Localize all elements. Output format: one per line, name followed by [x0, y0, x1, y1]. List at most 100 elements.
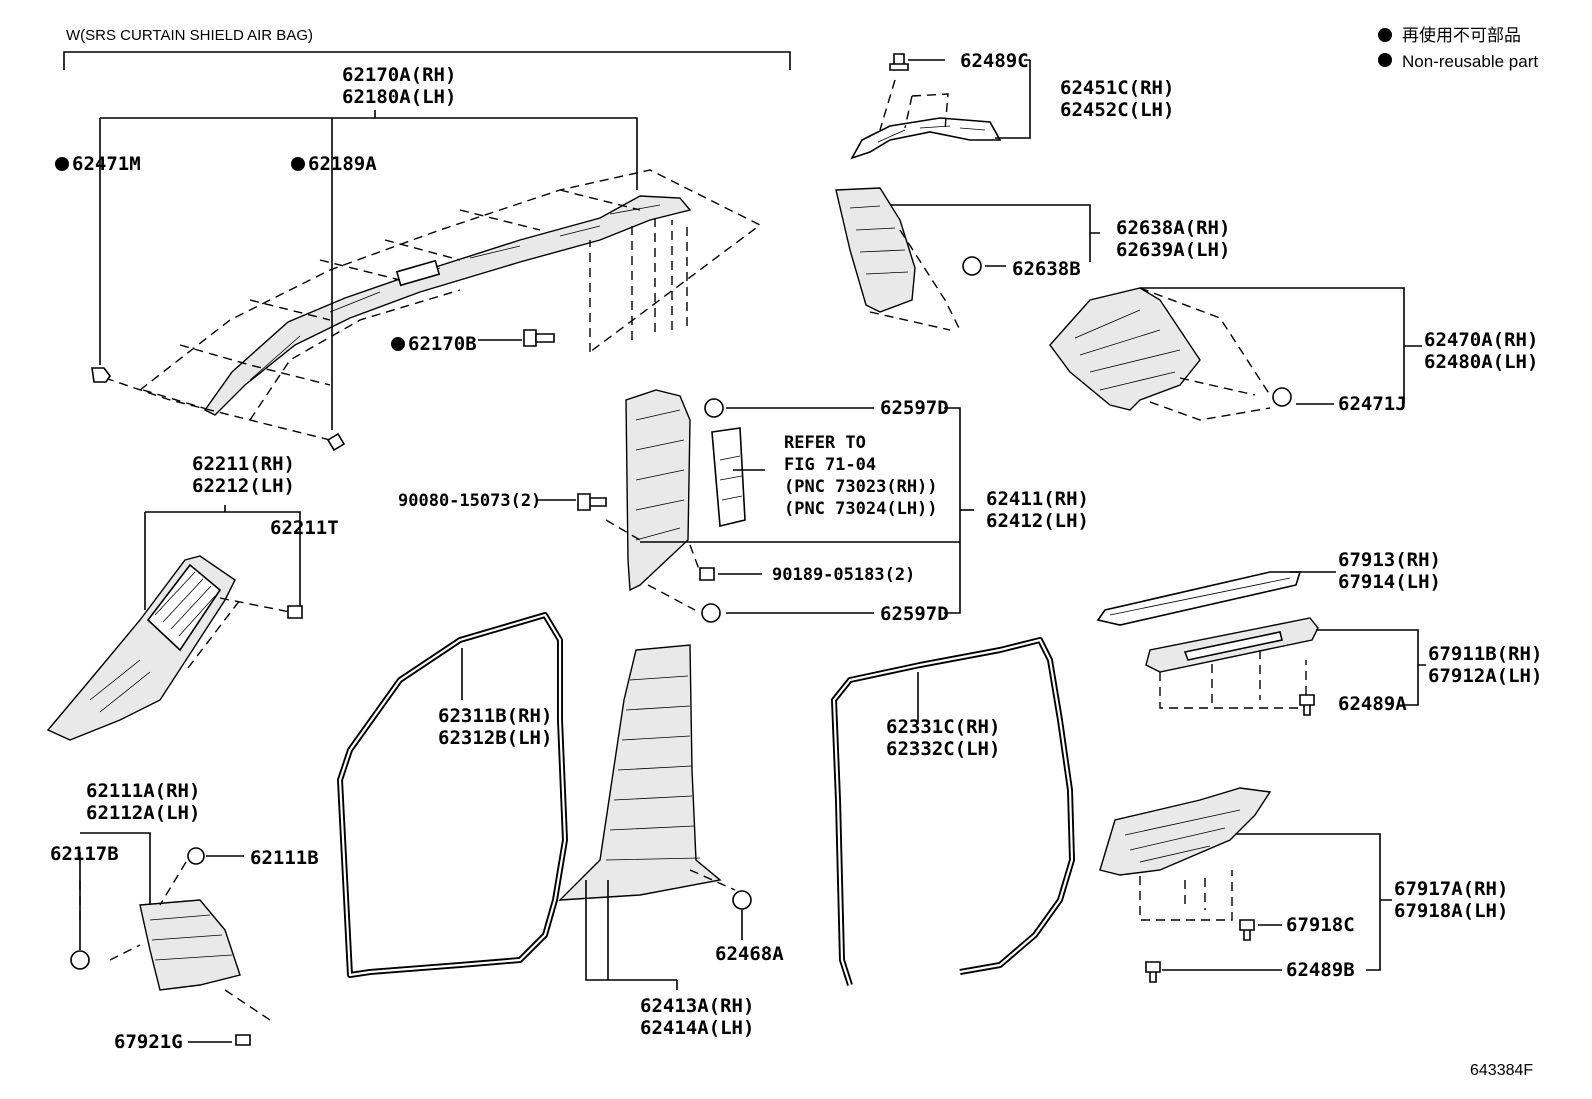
label-62489b: 62489B [1286, 959, 1355, 981]
variant-bracket [63, 51, 791, 70]
label-90080-15073: 90080-15073(2) [398, 491, 541, 511]
clip-67918c [1239, 919, 1255, 941]
label-62211-rh: 62211(RH) [192, 453, 295, 475]
label-62312b-lh: 62312B(LH) [438, 727, 552, 749]
label-62311b-rh: 62311B(RH) [438, 705, 552, 727]
fastener-62638b [962, 256, 982, 276]
label-62112a-lh: 62112A(LH) [86, 802, 200, 824]
refer-to-label: REFER TO [784, 433, 866, 453]
leader-67917a [1162, 833, 1392, 971]
clip-62468a [732, 890, 752, 910]
legend: 再使用不可部品 Non-reusable part [1378, 25, 1538, 71]
leader-62413a [585, 880, 743, 990]
label-67917a-rh: 67917A(RH) [1394, 878, 1508, 900]
non-reusable-dot-icon [291, 157, 305, 171]
label-67918c: 67918C [1286, 914, 1355, 936]
fastener-62597d-bot [701, 603, 721, 623]
label-62411-rh: 62411(RH) [986, 488, 1089, 510]
leader-62470a [1140, 287, 1422, 405]
label-62597d-bot: 62597D [880, 603, 949, 625]
center-pillar-insert [711, 427, 746, 527]
label-67913-rh: 67913(RH) [1338, 549, 1441, 571]
non-reusable-dot-icon [55, 157, 69, 171]
fastener-62597d-top [704, 398, 724, 418]
leader-62451c [908, 59, 1031, 139]
label-62489c: 62489C [960, 50, 1029, 72]
label-62451c-rh: 62451C(RH) [1060, 77, 1174, 99]
leader-67911b [1316, 629, 1426, 706]
label-62211t: 62211T [270, 517, 339, 539]
front-door-weatherstrip [337, 612, 568, 978]
label-62597d-top: 62597D [880, 397, 949, 419]
refer-pnc-rh-label: (PNC 73023(RH)) [784, 477, 938, 497]
assist-grip-cover-part [850, 53, 1002, 160]
label-67914-lh: 67914(LH) [1338, 571, 1441, 593]
label-62170b: 62170B [408, 333, 477, 355]
label-67918a-lh: 67918A(LH) [1394, 900, 1508, 922]
label-62412-lh: 62412(LH) [986, 510, 1089, 532]
figure-code: 643384F [1470, 1062, 1533, 1079]
label-62471j: 62471J [1338, 393, 1407, 415]
roof-airbag-assembly [91, 169, 762, 452]
label-62489a: 62489A [1338, 693, 1407, 715]
label-62331c-rh: 62331C(RH) [886, 716, 1000, 738]
clip-62489b [1145, 961, 1161, 983]
center-pillar-lower-garnish-part [558, 644, 752, 910]
label-62638a-rh: 62638A(RH) [1116, 217, 1230, 239]
curtain-airbag-part [203, 195, 692, 416]
label-62468a: 62468A [715, 943, 784, 965]
roof-side-garnish-part [835, 187, 982, 331]
label-62452c-lh: 62452C(LH) [1060, 99, 1174, 121]
fastener-62471j [1272, 387, 1292, 407]
bolt-62170b [523, 329, 555, 347]
label-62111a-rh: 62111A(RH) [86, 780, 200, 802]
leader-62638a [890, 204, 1100, 267]
label-62180a-lh: 62180A(LH) [342, 86, 456, 108]
center-pillar-garnish-part [577, 389, 746, 623]
label-62170a-rh: 62170A(RH) [342, 64, 456, 86]
leader-62170a [340, 117, 638, 190]
front-door-scuff-plate-part [1145, 617, 1319, 716]
nut-90189-05183 [699, 567, 715, 581]
refer-fig-label: FIG 71-04 [784, 455, 876, 475]
label-62413a-rh: 62413A(RH) [640, 995, 754, 1017]
clip-62471m [91, 367, 111, 383]
screw-90080-15073 [577, 493, 607, 511]
label-67911b-rh: 67911B(RH) [1428, 643, 1542, 665]
airbag-outline-phantom [139, 169, 762, 391]
rear-door-scuff-plate-part [1096, 571, 1302, 626]
fastener-62111b [187, 847, 205, 865]
label-62189a: 62189A [308, 153, 377, 175]
clip-62489a [1299, 694, 1315, 716]
label-67912a-lh: 67912A(LH) [1428, 665, 1542, 687]
leader-62111a [79, 832, 244, 1043]
refer-pnc-lh-label: (PNC 73024(LH)) [784, 499, 938, 519]
clip-67921g [235, 1034, 251, 1046]
label-62471m: 62471M [72, 153, 141, 175]
rear-door-weatherstrip [831, 637, 1075, 986]
label-62638b: 62638B [1012, 258, 1081, 280]
fastener-62117b [70, 950, 90, 970]
label-62212-lh: 62212(LH) [192, 475, 295, 497]
label-62414a-lh: 62414A(LH) [640, 1017, 754, 1039]
label-90189-05183: 90189-05183(2) [772, 565, 915, 585]
label-62480a-lh: 62480A(LH) [1424, 351, 1538, 373]
label-62332c-lh: 62332C(LH) [886, 738, 1000, 760]
label-62639a-lh: 62639A(LH) [1116, 239, 1230, 261]
clip-62189a [326, 432, 346, 452]
legend-text-en: Non-reusable part [1402, 52, 1538, 71]
rear-floor-step-trim-part [1099, 787, 1272, 983]
leader-62211 [144, 505, 301, 610]
non-reusable-dot-icon [1378, 53, 1392, 67]
variant-header: W(SRS CURTAIN SHIELD AIR BAG) [66, 27, 313, 44]
label-62117b: 62117B [50, 843, 119, 865]
clip-62211t [287, 605, 303, 619]
label-62111b: 62111B [250, 847, 319, 869]
front-pillar-garnish-part [46, 555, 303, 741]
quarter-pillar-garnish-part [1049, 287, 1292, 421]
non-reusable-dot-icon [1378, 28, 1392, 42]
label-62470a-rh: 62470A(RH) [1424, 329, 1538, 351]
legend-text-ja: 再使用不可部品 [1402, 25, 1521, 45]
cowl-side-trim-part [70, 847, 271, 1046]
non-reusable-dot-icon [391, 337, 405, 351]
